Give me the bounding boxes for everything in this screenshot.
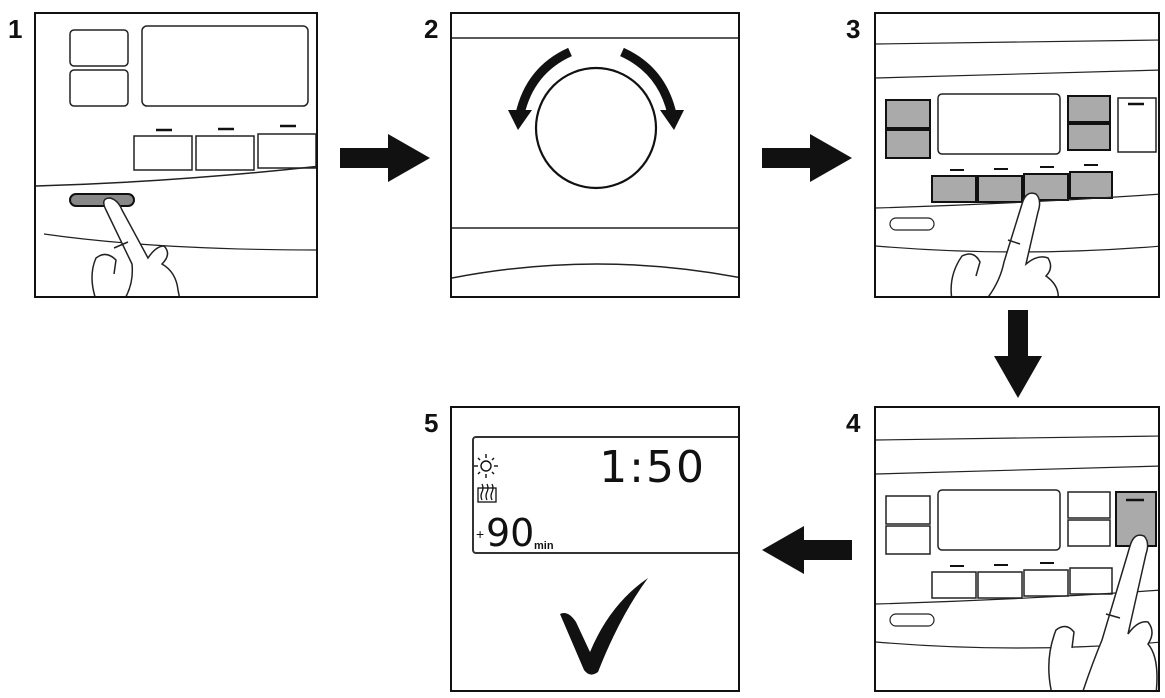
step-4-panel bbox=[874, 406, 1160, 692]
arrow-right-icon bbox=[340, 134, 430, 182]
arrow-left-icon bbox=[762, 526, 852, 574]
display-screen bbox=[472, 436, 738, 554]
step-number-2: 2 bbox=[424, 14, 439, 44]
rotate-arrows-icon bbox=[508, 47, 684, 130]
steam-icon bbox=[477, 483, 497, 503]
step-1-panel bbox=[34, 12, 318, 298]
step-number-3: 3 bbox=[846, 14, 861, 44]
step-number-1: 1 bbox=[8, 14, 23, 44]
step-3-illustration bbox=[876, 39, 1158, 296]
checkmark-icon bbox=[560, 578, 648, 675]
display-extra-time: 90 bbox=[486, 511, 535, 555]
display-extra-time-unit: min bbox=[534, 540, 554, 552]
step-number-5: 5 bbox=[424, 408, 439, 438]
arrow-right-icon bbox=[762, 134, 852, 182]
display-time: 1:50 bbox=[599, 442, 706, 493]
step-5-illustration bbox=[474, 454, 648, 675]
step-2-illustration bbox=[452, 37, 738, 279]
hand-pointer-icon bbox=[91, 197, 180, 296]
step-5-panel: 1:50 + 90 min bbox=[450, 406, 740, 692]
sun-icon bbox=[474, 454, 498, 478]
step-3-panel bbox=[874, 12, 1160, 298]
hand-pointer-icon bbox=[1048, 534, 1158, 690]
hand-pointer-icon bbox=[950, 192, 1059, 296]
display-plus-sign: + bbox=[476, 526, 485, 542]
step-4-illustration bbox=[876, 435, 1158, 690]
step-2-panel bbox=[450, 12, 740, 298]
step-1-illustration bbox=[36, 25, 316, 296]
arrow-down-icon bbox=[994, 310, 1042, 398]
step-number-4: 4 bbox=[846, 408, 861, 438]
